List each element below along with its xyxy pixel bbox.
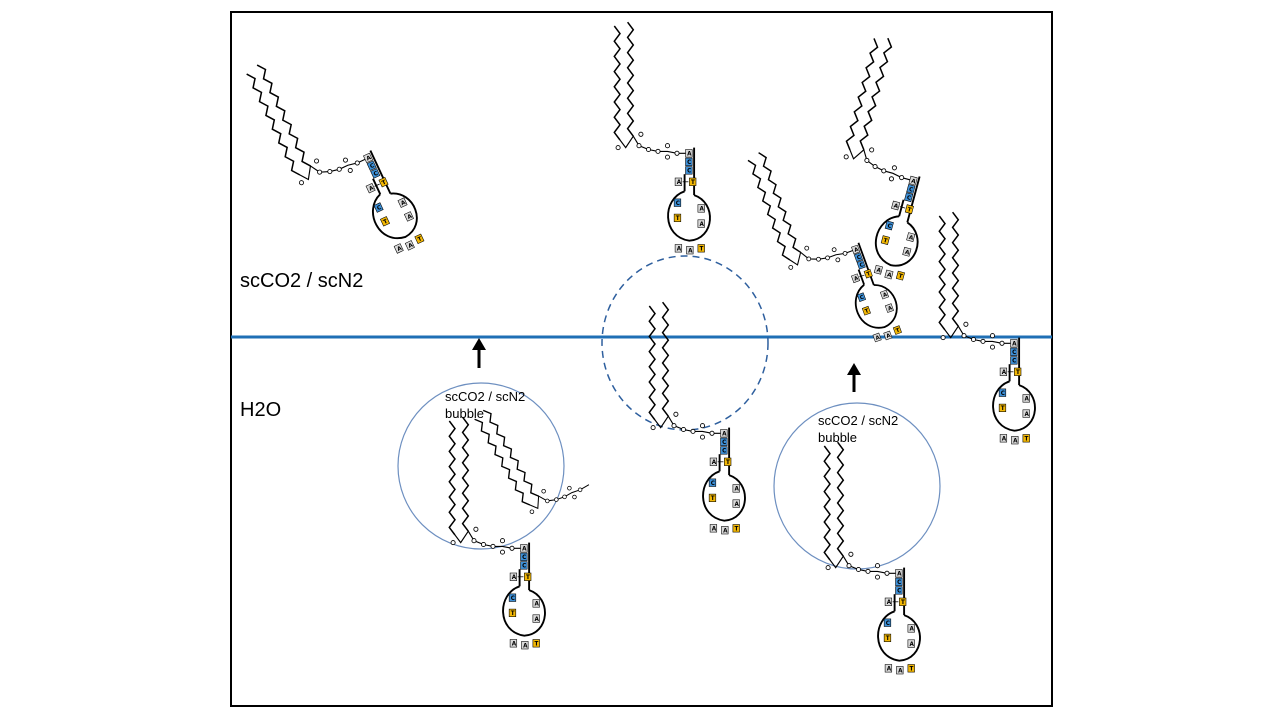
conjugate-bubble-left bbox=[449, 417, 545, 649]
bubble-right-label-2: bubble bbox=[818, 430, 857, 445]
conjugate-upper-left bbox=[245, 30, 430, 281]
conjugate-upper-right-a bbox=[815, 35, 968, 284]
conjugate-upper-center bbox=[614, 22, 710, 254]
conjugate-interface-right bbox=[939, 212, 1035, 444]
conjugate-upper-right-b bbox=[747, 126, 907, 364]
bubble-right-label: scCO2 / scN2 bbox=[818, 413, 898, 428]
bubble-left bbox=[397, 382, 565, 550]
diagram-frame bbox=[230, 11, 1053, 707]
arrow-up-right-icon bbox=[847, 363, 861, 392]
arrow-up-left-icon bbox=[472, 338, 486, 368]
lower-phase-label: H2O bbox=[240, 399, 281, 421]
conjugate-bubble-right bbox=[824, 442, 920, 674]
bubble-dashed-interface bbox=[601, 255, 769, 431]
upper-phase-label: scCO2 / scN2 bbox=[240, 270, 363, 292]
conjugate-bubble-left-extra-tails bbox=[472, 382, 593, 524]
bubble-left-label-2: bubble bbox=[445, 406, 484, 421]
bubble-left-label: scCO2 / scN2 bbox=[445, 389, 525, 404]
